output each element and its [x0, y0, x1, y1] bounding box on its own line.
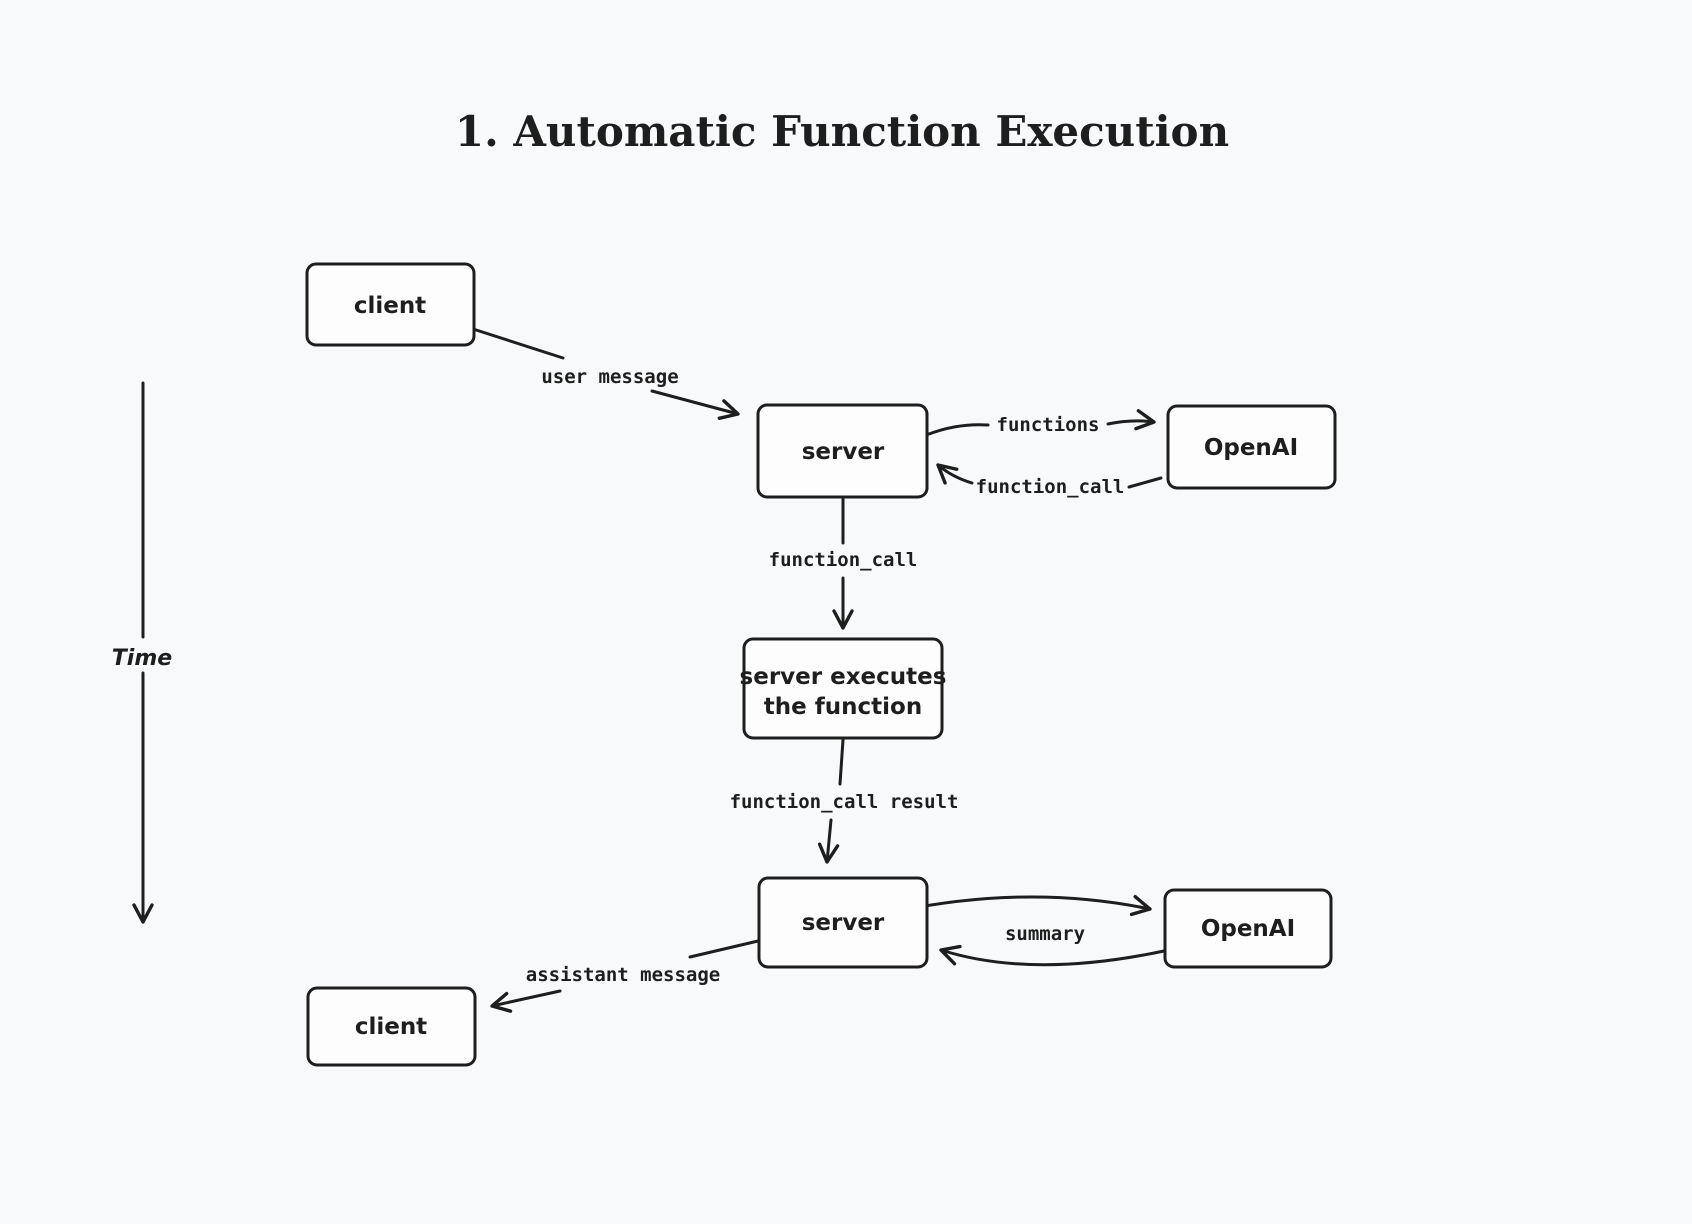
client-node-bottom-label: client — [355, 1014, 427, 1040]
function-call-result-label: function_call result — [730, 791, 959, 813]
server-node-top: server — [756, 403, 929, 499]
client-node-top: client — [305, 262, 476, 347]
function-call-return-arrow: function_call — [936, 463, 1163, 498]
assistant-message-segment — [688, 939, 760, 959]
user-message-segment — [471, 327, 565, 360]
function-call-result-arrowhead-segment — [817, 818, 840, 864]
server-node-top-label: server — [802, 439, 885, 465]
summary-arrows: summary — [896, 895, 1166, 967]
openai-node-bottom-label: OpenAI — [1201, 916, 1295, 942]
server-node-top-box — [756, 403, 929, 499]
user-message-label: user message — [541, 366, 678, 388]
executor-node-label-line2: the function — [764, 694, 922, 720]
executor-node-box — [742, 637, 944, 740]
functions-segment — [927, 423, 990, 436]
executor-node: server executes the function — [740, 637, 947, 740]
openai-node-top-box — [1166, 404, 1337, 490]
function-call-result-segment — [838, 738, 845, 786]
user-message-arrow: user message — [471, 327, 740, 421]
function-call-return-segment — [1127, 476, 1163, 489]
time-axis-label: Time — [112, 646, 172, 671]
assistant-message-label: assistant message — [526, 964, 720, 986]
openai-node-top-label: OpenAI — [1204, 435, 1298, 461]
server-node-bottom-label: server — [802, 910, 885, 936]
client-node-bottom: client — [306, 986, 477, 1067]
client-node-top-label: client — [354, 293, 426, 319]
diagram-title: 1. Automatic Function Execution — [455, 107, 1229, 156]
functions-arrow: functions — [927, 409, 1156, 436]
functions-label: functions — [997, 414, 1100, 436]
assistant-message-arrowhead-segment — [490, 989, 562, 1013]
server-node-bottom: server — [757, 876, 929, 969]
function-call-down-label: function_call — [769, 549, 918, 571]
function-call-return-arrowhead-segment — [936, 463, 974, 485]
openai-node-top: OpenAI — [1166, 404, 1337, 490]
openai-node-bottom-box — [1163, 888, 1333, 969]
functions-arrowhead-segment — [1106, 409, 1156, 431]
summary-request-arrow — [896, 895, 1152, 917]
executor-node-label-line1: server executes — [740, 664, 947, 690]
user-message-arrowhead-segment — [650, 389, 740, 421]
function-call-down-arrow: function_call — [769, 497, 918, 630]
server-node-bottom-box — [757, 876, 929, 969]
summary-response-arrow — [939, 944, 1166, 967]
client-node-top-box — [305, 262, 476, 347]
client-node-bottom-box — [306, 986, 477, 1067]
time-axis: Time — [112, 381, 172, 924]
assistant-message-arrow: assistant message — [490, 939, 760, 1013]
summary-label: summary — [1005, 923, 1085, 945]
function-call-return-label: function_call — [976, 476, 1125, 498]
openai-node-bottom: OpenAI — [1163, 888, 1333, 969]
function-call-result-arrow: function_call result — [730, 738, 959, 864]
